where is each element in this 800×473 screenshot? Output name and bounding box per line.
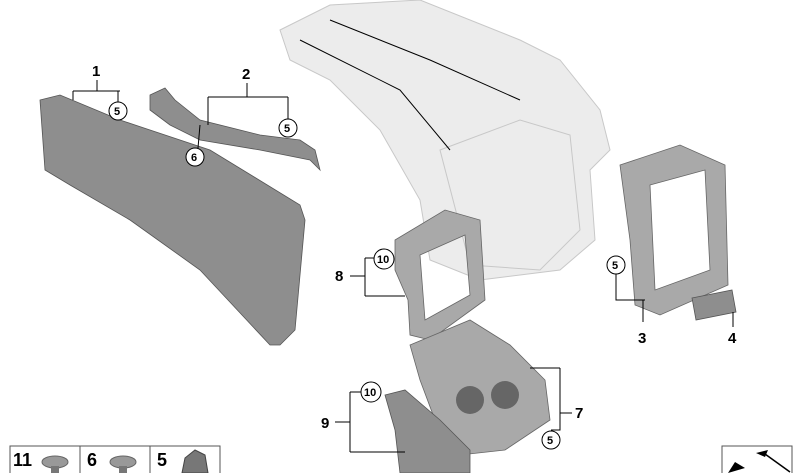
- callout-1: 1: [72, 63, 120, 104]
- callout-10-a: 10: [373, 248, 395, 270]
- svg-text:7: 7: [575, 405, 583, 422]
- callout-5-d: 5: [541, 430, 561, 450]
- callout-10-b: 10: [360, 381, 382, 403]
- callout-3: 3: [638, 330, 646, 347]
- callout-5-a: 5: [108, 101, 128, 121]
- svg-text:4: 4: [728, 330, 737, 347]
- fastener-legend: 11 6 5: [9, 445, 221, 473]
- callout-2: 2: [197, 66, 289, 149]
- svg-text:5: 5: [114, 106, 120, 118]
- part-2-trim-strip[interactable]: [149, 87, 321, 172]
- clip-icon: [181, 449, 209, 473]
- part-7-cupholder-trim[interactable]: [409, 319, 551, 456]
- callout-7: 7: [530, 367, 583, 431]
- svg-text:5: 5: [612, 260, 618, 272]
- arrow-back-icon[interactable]: [721, 445, 793, 473]
- svg-text:5: 5: [547, 435, 553, 447]
- svg-text:6: 6: [191, 152, 197, 164]
- svg-text:9: 9: [321, 415, 329, 432]
- callout-4: 4: [728, 312, 737, 347]
- part-4-panel[interactable]: [691, 289, 737, 321]
- legend-item-6: 6: [87, 450, 137, 473]
- callout-6: 6: [185, 147, 205, 167]
- svg-text:3: 3: [638, 330, 646, 347]
- legend-item-11: 11: [13, 450, 69, 473]
- svg-text:2: 2: [242, 66, 250, 83]
- svg-text:8: 8: [335, 268, 343, 285]
- callout-8: 8: [335, 257, 405, 297]
- legend-item-5: 5: [157, 449, 209, 473]
- part-1-trim-panel[interactable]: [39, 94, 306, 346]
- part-9-side-trim[interactable]: [384, 389, 471, 473]
- svg-text:1: 1: [92, 63, 100, 80]
- svg-text:5: 5: [284, 123, 290, 135]
- cupholder-right: [491, 381, 519, 409]
- cupholder-left: [456, 386, 484, 414]
- callout-5-b: 5: [278, 118, 298, 138]
- part-3-vent-frame[interactable]: [619, 144, 729, 316]
- callout-9: 9: [321, 391, 405, 453]
- svg-text:10: 10: [377, 254, 389, 266]
- svg-text:6: 6: [87, 450, 97, 470]
- svg-text:11: 11: [13, 450, 32, 470]
- callout-5-c: 5: [606, 255, 645, 322]
- svg-text:5: 5: [157, 450, 167, 470]
- svg-text:10: 10: [364, 387, 376, 399]
